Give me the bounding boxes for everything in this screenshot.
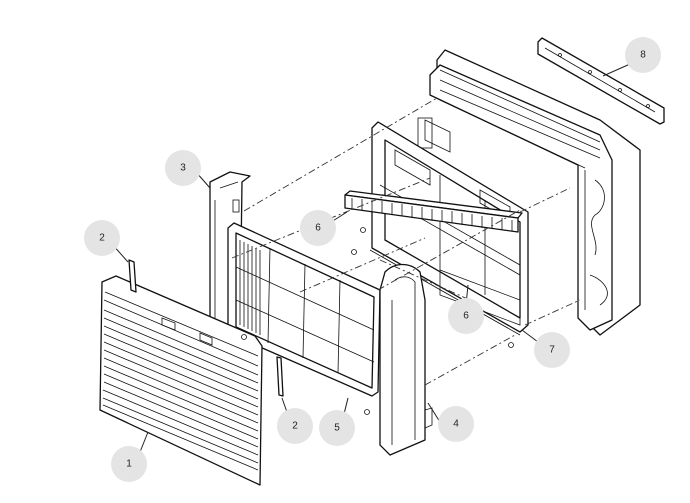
callout-2-lower: 2 xyxy=(277,408,313,444)
callout-6-lower: 6 xyxy=(448,298,484,334)
svg-text:3: 3 xyxy=(180,163,186,174)
part-4-right-side-panel xyxy=(379,263,433,456)
part-1-front-panel xyxy=(99,275,263,486)
callouts: 1 2 2 3 4 5 6 6 xyxy=(84,37,661,482)
svg-text:5: 5 xyxy=(334,423,340,434)
callout-6-upper: 6 xyxy=(300,210,336,246)
callout-8: 8 xyxy=(625,37,661,73)
part-8-top-rail xyxy=(537,37,665,125)
callout-7: 7 xyxy=(534,332,570,368)
svg-text:8: 8 xyxy=(640,50,646,61)
svg-text:1: 1 xyxy=(126,459,132,470)
callout-5: 5 xyxy=(319,410,355,446)
svg-text:6: 6 xyxy=(463,311,469,322)
callout-1: 1 xyxy=(111,446,147,482)
svg-text:4: 4 xyxy=(453,419,459,430)
part-6-upper-filter-strip xyxy=(344,190,523,233)
svg-text:7: 7 xyxy=(549,345,555,356)
svg-text:2: 2 xyxy=(292,421,298,432)
part-5-filter-mesh xyxy=(227,222,381,397)
part-2-rods xyxy=(128,259,284,397)
callout-2-left: 2 xyxy=(84,220,120,256)
screws xyxy=(241,227,514,415)
callout-4: 4 xyxy=(438,406,474,442)
callout-3: 3 xyxy=(165,150,201,186)
svg-text:2: 2 xyxy=(99,233,105,244)
main-unit-body xyxy=(417,49,641,336)
svg-text:6: 6 xyxy=(315,223,321,234)
